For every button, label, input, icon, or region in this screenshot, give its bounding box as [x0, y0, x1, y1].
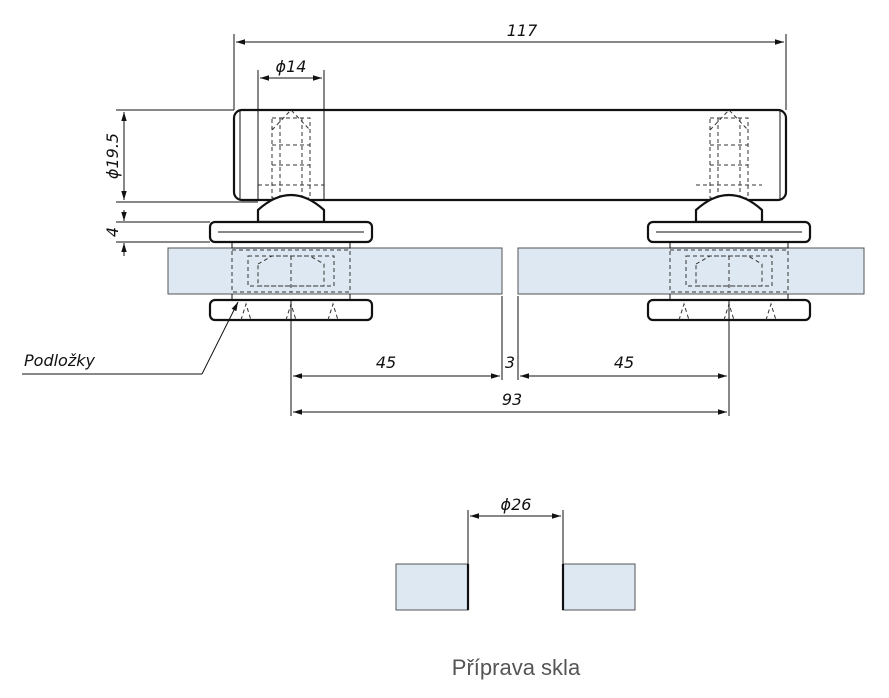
washers-label: Podložky	[24, 351, 95, 370]
dim-phi19-5-label: ϕ19.5	[103, 133, 122, 179]
dimension-chain: 45 3 45	[290, 296, 730, 416]
dimension-washer-thickness: 4	[103, 210, 210, 256]
dim-93-label: 93	[502, 390, 522, 409]
dim-phi14-label: ϕ14	[276, 57, 307, 76]
glass-preparation-caption: Příprava skla	[452, 655, 581, 680]
dim-4-label: 4	[103, 227, 122, 237]
dim-117-label: 117	[507, 21, 538, 40]
fitting-right	[646, 109, 812, 322]
dim-45-right-label: 45	[614, 353, 634, 372]
dimension-bolt-diameter: ϕ14	[257, 57, 325, 200]
glass-panels	[167, 247, 865, 295]
dimension-handle-diameter: ϕ19.5	[103, 109, 258, 203]
leader-washers: Podložky	[22, 301, 239, 375]
dim-phi26-label: ϕ26	[501, 495, 532, 514]
glass-preparation-detail: ϕ26	[395, 495, 636, 611]
dim-3-label: 3	[505, 353, 515, 372]
dim-45-left-label: 45	[376, 353, 396, 372]
dimension-overall-length: 117	[233, 21, 787, 110]
glass-panel-left	[167, 247, 503, 295]
handle-bar	[232, 108, 788, 202]
glass-panel-right	[517, 247, 865, 295]
dimension-hole-spacing: 93	[293, 390, 727, 415]
